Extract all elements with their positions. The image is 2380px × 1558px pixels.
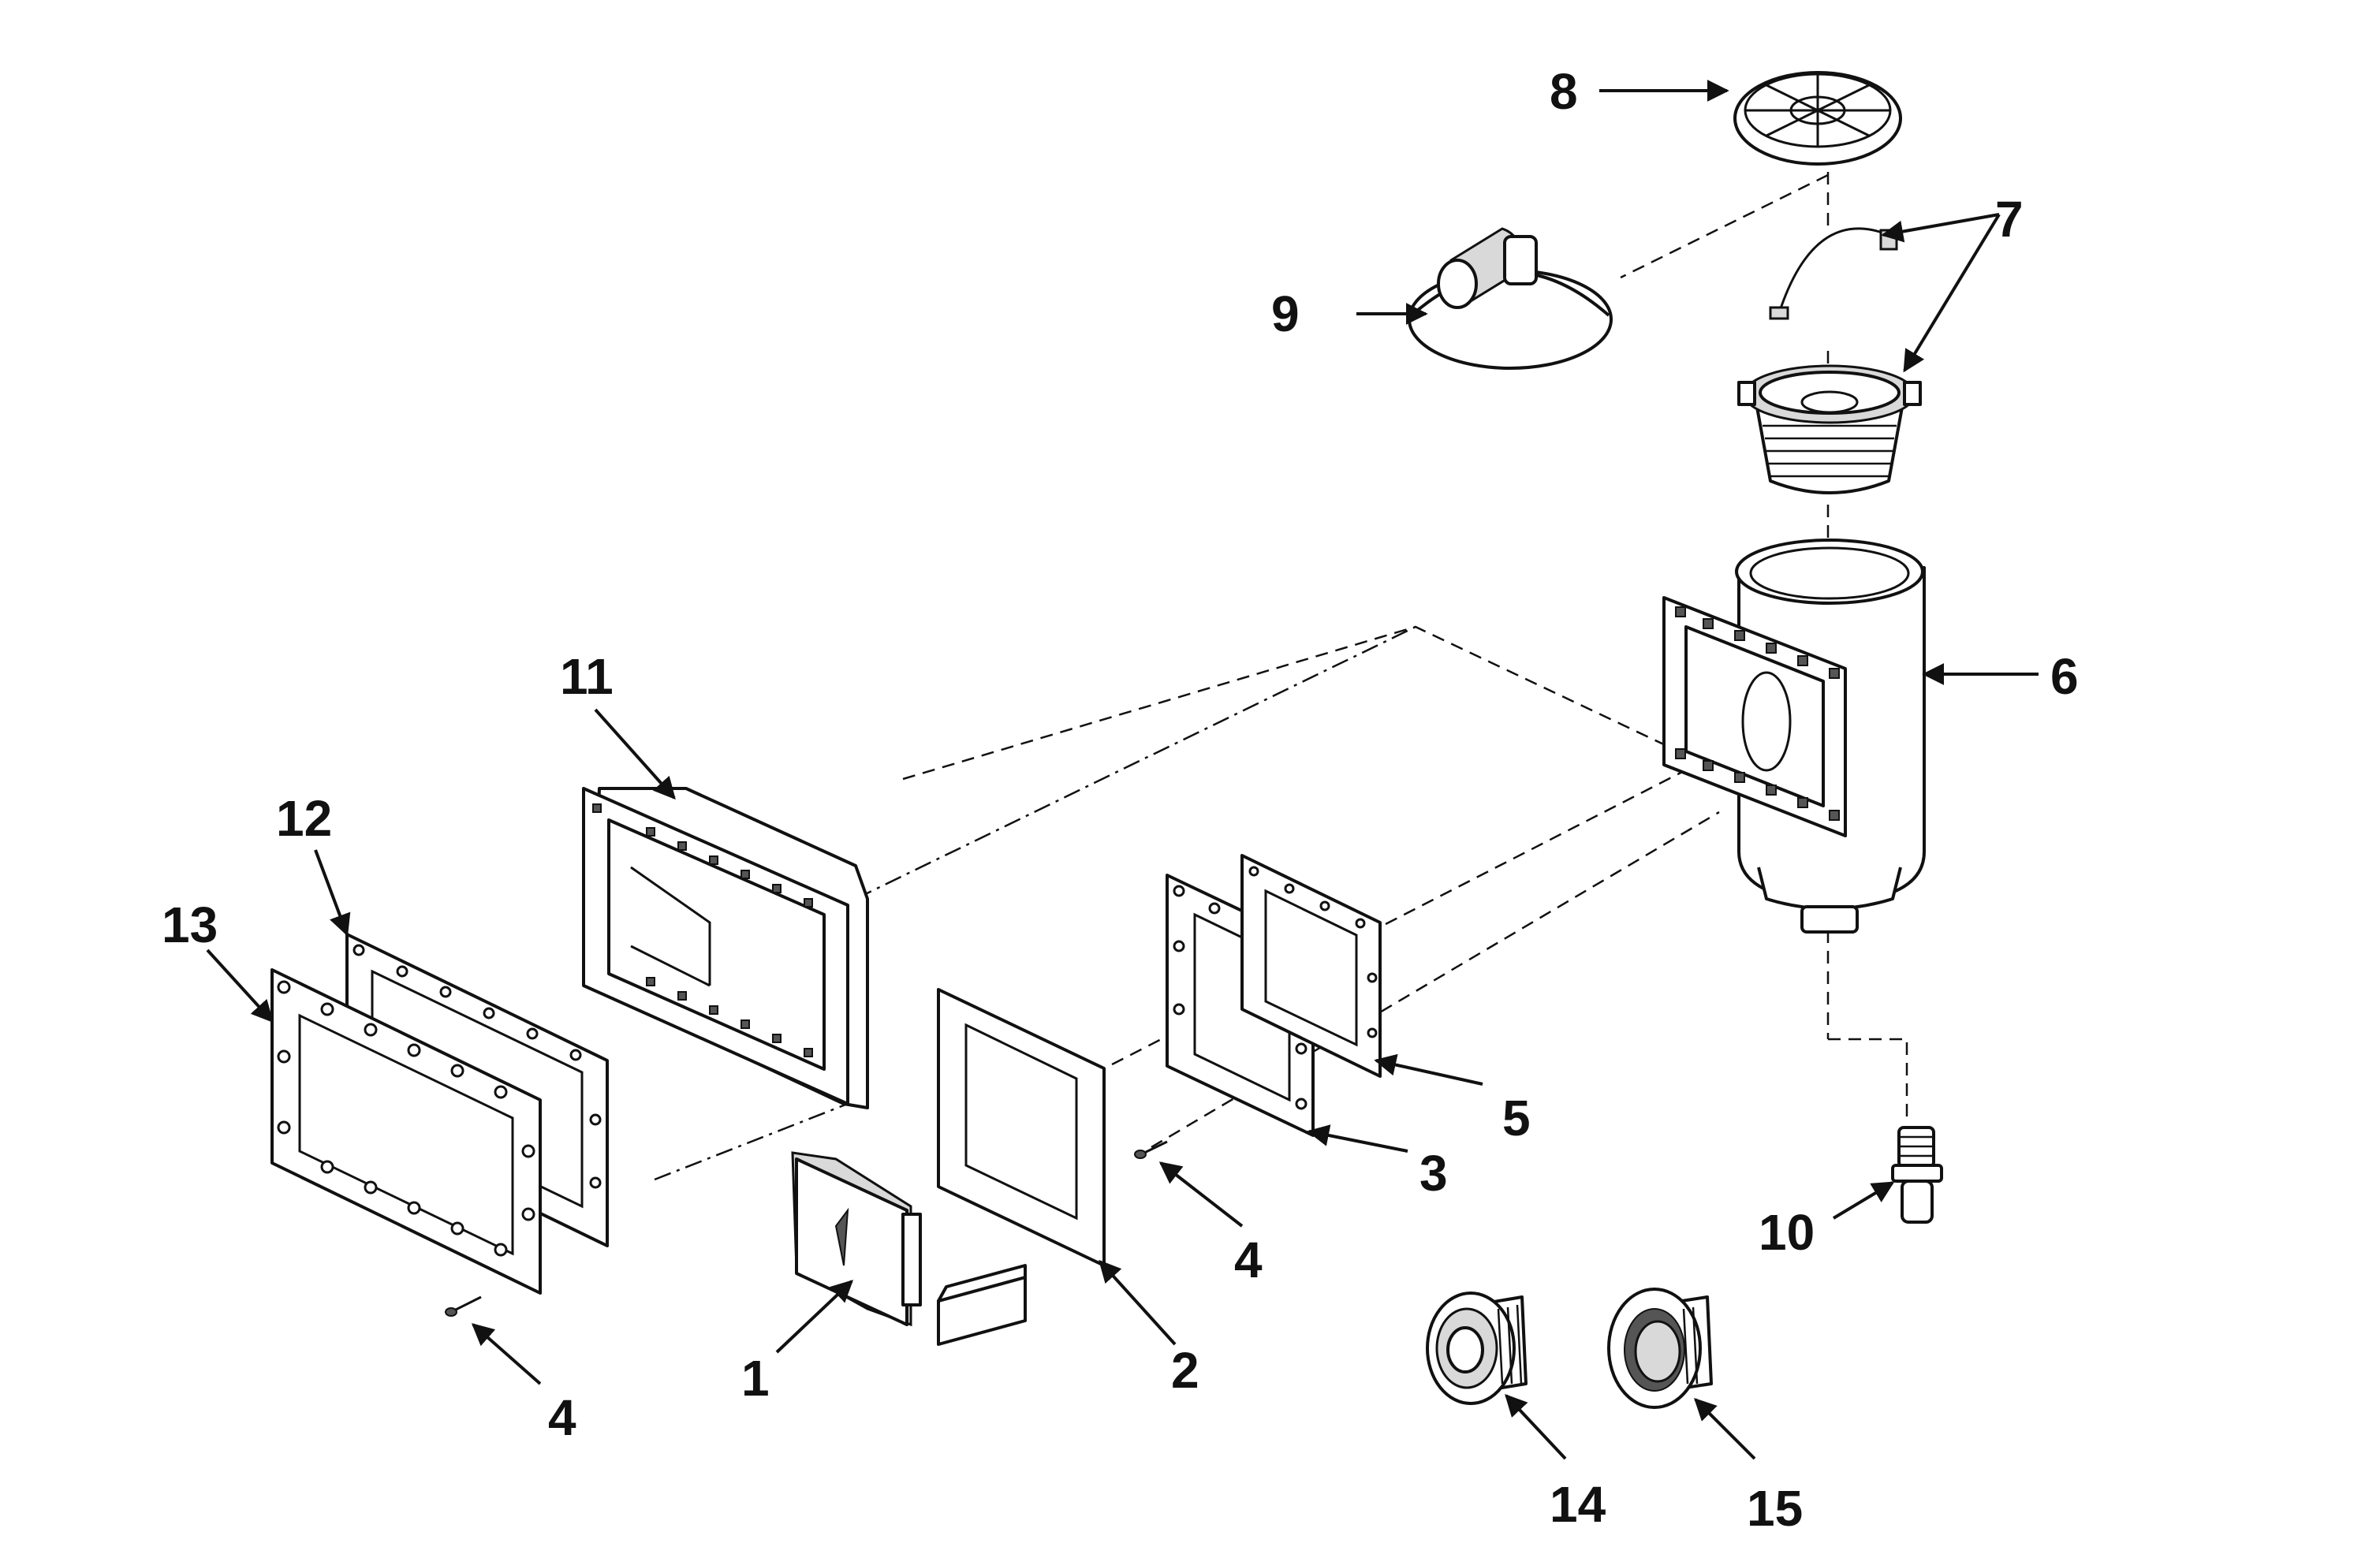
gasket-part <box>1240 854 1382 1078</box>
leader-1 <box>775 1280 854 1354</box>
callout-4-left: 4 <box>548 1389 576 1446</box>
callout-12: 12 <box>276 790 332 847</box>
screw-left-part <box>445 1295 482 1317</box>
leader-13 <box>206 949 274 1023</box>
callout-1: 1 <box>741 1350 770 1407</box>
callout-4-mid: 4 <box>1234 1232 1263 1288</box>
callout-13: 13 <box>162 896 218 953</box>
return-fitting-body-part <box>1607 1288 1713 1409</box>
face-plate-part <box>937 988 1106 1267</box>
leader-7-basket <box>1903 213 2001 373</box>
callout-10: 10 <box>1759 1204 1815 1261</box>
leader-5 <box>1374 1053 1483 1086</box>
skimmer-body-part <box>1662 539 1926 934</box>
wide-face-plate-part <box>270 968 542 1295</box>
lid-part <box>1733 71 1902 166</box>
callout-15: 15 <box>1747 1480 1803 1537</box>
callout-9: 9 <box>1271 285 1300 342</box>
leader-3 <box>1307 1124 1408 1153</box>
callout-6: 6 <box>2050 648 2079 705</box>
basket-part <box>1737 364 1922 494</box>
weir-part <box>791 1151 1027 1346</box>
leader-7-handle <box>1881 213 2000 243</box>
leader-2 <box>1099 1259 1177 1346</box>
leader-11 <box>594 708 676 800</box>
wide-mouth-extension-part <box>582 787 869 1109</box>
callout-14: 14 <box>1550 1476 1606 1533</box>
equalizer-fitting-part <box>1891 1126 1943 1224</box>
leader-12 <box>314 849 351 937</box>
callout-3: 3 <box>1419 1145 1448 1202</box>
leader-15 <box>1694 1398 1756 1460</box>
leader-14 <box>1505 1393 1567 1460</box>
callout-5: 5 <box>1502 1090 1531 1146</box>
callout-7: 7 <box>1995 191 2024 248</box>
callout-2: 2 <box>1171 1342 1199 1399</box>
leader-10 <box>1832 1181 1895 1220</box>
leader-arrows <box>206 80 2039 1460</box>
callout-numbers: 8 9 7 6 11 12 13 4 1 2 3 4 5 10 14 15 <box>162 63 2079 1537</box>
vacuum-plate-part <box>1408 227 1613 370</box>
leader-4-left <box>471 1323 542 1385</box>
callout-11: 11 <box>560 648 614 705</box>
screw-mid-part <box>1134 1140 1168 1159</box>
basket-handle-part <box>1769 227 1898 320</box>
leader-4-mid <box>1158 1161 1244 1228</box>
callout-8: 8 <box>1550 63 1578 120</box>
return-fitting-part <box>1426 1292 1528 1405</box>
